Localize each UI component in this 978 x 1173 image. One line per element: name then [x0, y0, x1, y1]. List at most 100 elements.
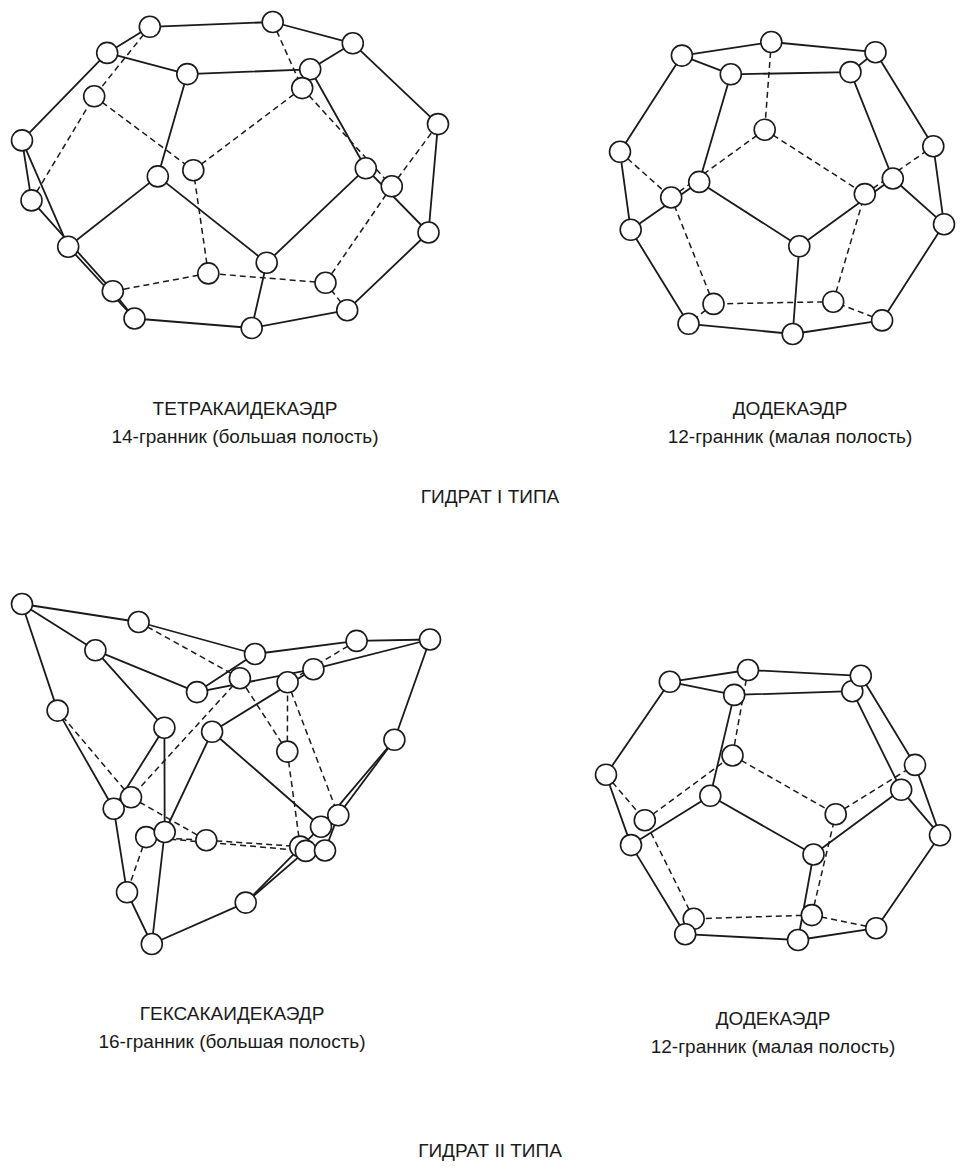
bond-line	[793, 246, 800, 334]
bond-line	[212, 732, 321, 827]
hidden-bond-line	[302, 88, 392, 186]
hidden-bond-line	[131, 678, 240, 797]
water-molecule-node	[882, 168, 903, 189]
hidden-bond-line	[326, 186, 392, 282]
bond-line	[631, 845, 685, 934]
bond-line	[734, 691, 852, 695]
water-molecule-node	[183, 160, 204, 181]
dodecahedron-cage	[610, 32, 955, 345]
water-molecule-node	[689, 171, 710, 192]
water-molecule-node	[850, 665, 871, 686]
water-molecule-node	[117, 882, 138, 903]
water-molecule-node	[905, 754, 926, 775]
bond-line	[798, 928, 876, 940]
water-molecule-node	[154, 822, 175, 843]
water-molecule-node	[47, 700, 68, 721]
water-molecule-node	[930, 825, 951, 846]
water-molecule-node	[621, 835, 642, 856]
water-molecule-node	[384, 729, 405, 750]
bond-line	[22, 604, 58, 711]
bond-line	[689, 324, 793, 334]
bond-line	[95, 650, 197, 692]
bond-line	[273, 22, 353, 43]
water-molecule-node	[97, 42, 118, 63]
bond-line	[882, 224, 944, 320]
water-molecule-node	[292, 78, 313, 99]
water-molecule-node	[720, 64, 741, 85]
water-molecule-node	[277, 741, 298, 762]
water-molecule-node	[315, 272, 336, 293]
bond-line	[606, 682, 670, 775]
water-molecule-node	[141, 934, 162, 955]
hidden-bond-line	[714, 302, 834, 304]
water-molecule-node	[825, 804, 846, 825]
cage-description: 12-гранник (малая полость)	[668, 426, 913, 448]
hidden-bond-line	[645, 756, 733, 821]
bond-line	[814, 790, 902, 855]
bond-line	[152, 903, 246, 944]
water-molecule-node	[675, 924, 696, 945]
bond-line	[95, 650, 164, 727]
water-molecule-node	[245, 644, 266, 665]
water-molecule-node	[196, 830, 217, 851]
hidden-bond-line	[836, 765, 915, 814]
hidden-bond-line	[733, 670, 749, 756]
water-molecule-node	[700, 785, 721, 806]
water-molecule-node	[788, 930, 809, 951]
bond-line	[394, 640, 430, 740]
water-molecule-node	[256, 252, 277, 273]
bond-line	[246, 827, 321, 903]
water-molecule-node	[865, 42, 886, 63]
water-molecule-node	[854, 184, 875, 205]
bond-line	[852, 691, 901, 790]
water-molecule-node	[84, 86, 105, 107]
bond-line	[68, 176, 158, 246]
cage-name: ТЕТРАКАИДЕКАЭДР	[153, 398, 338, 420]
water-molecule-node	[738, 660, 759, 681]
water-molecule-node	[342, 33, 363, 54]
bond-line	[158, 176, 267, 262]
hydrate-type-caption: ГИДРАТ I ТИПА	[421, 486, 559, 508]
bond-line	[798, 855, 814, 941]
bond-line	[22, 140, 68, 246]
water-molecule-node	[202, 721, 223, 742]
water-molecule-node	[241, 318, 262, 339]
water-molecule-node	[803, 844, 824, 865]
water-molecule-node	[303, 659, 324, 680]
water-molecule-node	[154, 717, 175, 738]
bond-line	[631, 796, 710, 845]
water-molecule-node	[620, 219, 641, 240]
water-molecule-node	[661, 187, 682, 208]
water-molecule-node	[136, 827, 157, 848]
hidden-bond-line	[765, 130, 865, 194]
water-molecule-node	[147, 166, 168, 187]
water-molecule-node	[121, 787, 142, 808]
bond-line	[246, 851, 306, 903]
bond-line	[861, 676, 915, 765]
hidden-bond-line	[671, 130, 765, 198]
hidden-bond-line	[193, 88, 302, 170]
bond-line	[682, 42, 771, 56]
bond-line	[22, 604, 139, 622]
bond-line	[699, 182, 799, 246]
hidden-bond-line	[113, 273, 209, 291]
bond-line	[114, 809, 127, 893]
water-molecule-node	[428, 114, 449, 135]
bond-line	[876, 52, 934, 146]
hidden-bond-line	[733, 756, 836, 815]
water-molecule-node	[872, 310, 893, 331]
hidden-bond-line	[58, 711, 131, 798]
bond-line	[710, 796, 813, 855]
bond-line	[165, 732, 212, 832]
bond-line	[620, 56, 682, 152]
water-molecule-node	[418, 222, 439, 243]
bond-line	[321, 740, 394, 827]
bond-line	[152, 832, 165, 944]
bond-line	[310, 69, 366, 168]
hidden-bond-line	[193, 170, 208, 273]
hidden-bond-line	[206, 840, 300, 846]
bond-line	[58, 711, 114, 809]
water-molecule-node	[722, 745, 743, 766]
water-molecule-node	[596, 764, 617, 785]
water-molecule-node	[923, 136, 944, 157]
